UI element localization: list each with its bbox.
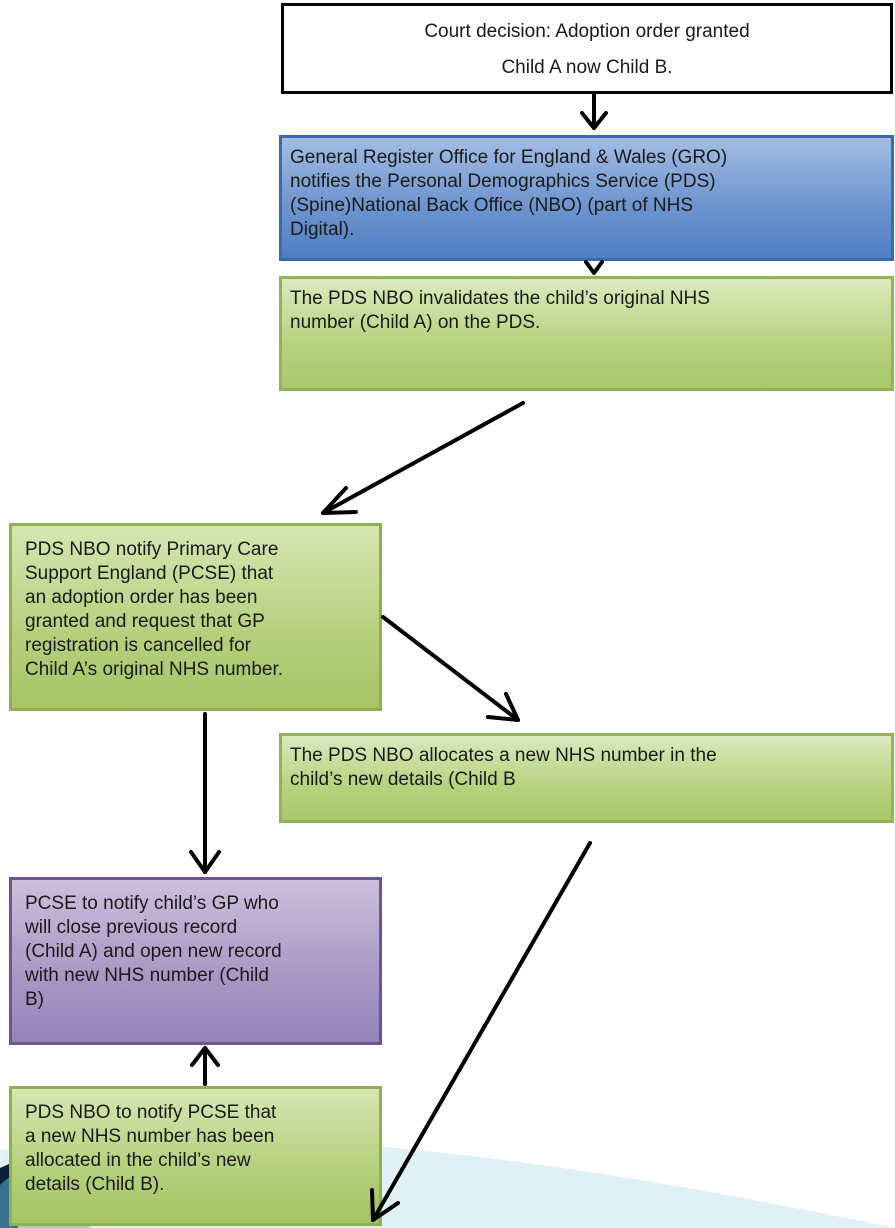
invalidate-number-box: The PDS NBO invalidates the child’s orig… <box>279 276 894 391</box>
gp-line-5: B) <box>25 989 44 1010</box>
notify-pcse-line-3: an adoption order has been <box>25 587 258 608</box>
gro-notification-box: General Register Office for England & Wa… <box>279 135 894 261</box>
court-decision-box: Court decision: Adoption order granted C… <box>281 3 893 94</box>
notify-new-line-4: details (Child B). <box>25 1174 165 1195</box>
notify-pcse-line-2: Support England (PCSE) that <box>25 563 274 584</box>
invalidate-line-2: number (Child A) on the PDS. <box>290 312 541 333</box>
notify-pcse-line-6: Child A’s original NHS number. <box>25 659 284 680</box>
notify-gp-box: PCSE to notify child’s GP who will close… <box>9 877 382 1045</box>
gp-line-3: (Child A) and open new record <box>25 941 282 962</box>
arrow-notify-pcse-to-allocate <box>381 615 520 722</box>
notify-new-number-box: PDS NBO to notify PCSE that a new NHS nu… <box>9 1086 382 1226</box>
invalidate-line-1: The PDS NBO invalidates the child’s orig… <box>290 288 710 309</box>
gp-line-4: with new NHS number (Child <box>25 965 269 986</box>
gro-line-3: (Spine)National Back Office (NBO) (part … <box>290 195 694 216</box>
notify-pcse-line-1: PDS NBO notify Primary Care <box>25 539 279 560</box>
gp-line-2: will close previous record <box>25 917 238 938</box>
notify-pcse-line-5: registration is cancelled for <box>25 635 251 656</box>
arrow-notify-new-to-gp <box>190 1046 220 1086</box>
notify-pcse-line-4: granted and request that GP <box>25 611 265 632</box>
court-line-2: Child A now Child B. <box>501 57 673 78</box>
arrow-allocate-to-notify-new <box>370 841 592 1222</box>
arrow-invalidate-to-notify-pcse <box>321 401 525 515</box>
notify-new-line-2: a new NHS number has been <box>25 1126 275 1147</box>
court-line-1: Court decision: Adoption order granted <box>424 21 750 42</box>
allocate-number-box: The PDS NBO allocates a new NHS number i… <box>279 733 894 823</box>
arrow-notify-pcse-to-gp <box>189 712 221 874</box>
allocate-line-1: The PDS NBO allocates a new NHS number i… <box>290 745 717 766</box>
notify-new-line-3: allocated in the child’s new <box>25 1150 251 1171</box>
arrow-gro-to-invalidate <box>584 260 604 275</box>
arrow-court-to-gro <box>580 93 608 130</box>
gro-line-4: Digital). <box>290 219 355 240</box>
gro-line-2: notifies the Personal Demographics Servi… <box>290 171 716 192</box>
gp-line-1: PCSE to notify child’s GP who <box>25 893 279 914</box>
gro-line-1: General Register Office for England & Wa… <box>290 147 728 168</box>
notify-new-line-1: PDS NBO to notify PCSE that <box>25 1102 277 1123</box>
notify-pcse-box: PDS NBO notify Primary Care Support Engl… <box>9 523 382 711</box>
allocate-line-2: child’s new details (Child B <box>290 769 516 790</box>
